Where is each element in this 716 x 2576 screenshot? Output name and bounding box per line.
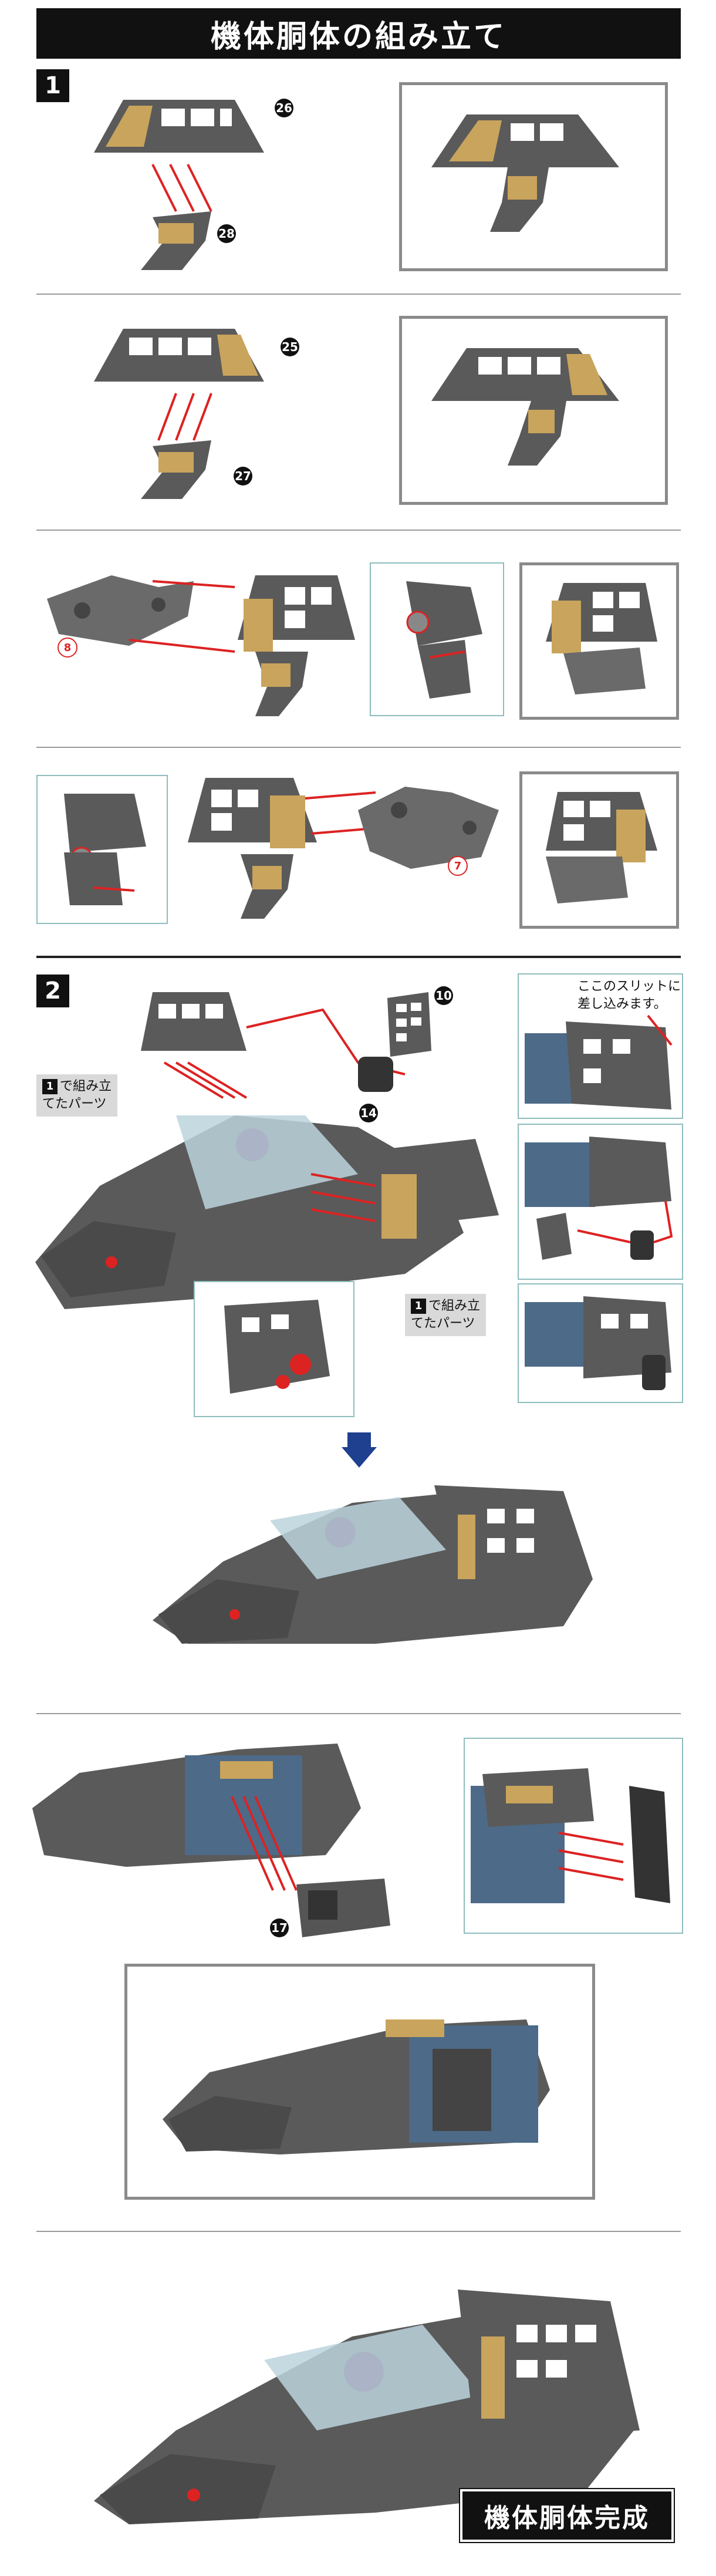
- step1-row-c-result-image: [546, 583, 657, 694]
- callout-image: [525, 1014, 673, 1110]
- divider: [36, 2231, 681, 2232]
- label-line1: で組み立: [428, 1299, 481, 1313]
- step-1-badge: 1: [36, 69, 69, 102]
- page-title: 機体胴体の組み立て: [210, 19, 506, 55]
- down-arrow-icon: [342, 1432, 377, 1468]
- step1-row-a-result-frame: [399, 82, 668, 271]
- callout-image: [224, 1300, 330, 1394]
- slit-note: ここのスリットに 差し込みます。: [577, 978, 681, 1013]
- step1-row-d-callout: [36, 775, 168, 924]
- step1-row-d-result-image: [546, 792, 657, 903]
- part-number-17: 17: [270, 1918, 289, 1937]
- step1-row-d-result-frame: [519, 771, 679, 929]
- divider: [36, 956, 681, 958]
- step2-part17-result-image: [163, 2019, 550, 2154]
- callout-image: [525, 1137, 673, 1260]
- page-title-bar: 機体胴体の組み立て: [36, 8, 681, 59]
- part-number-8: 8: [58, 638, 77, 658]
- step2-side-callout-2: [518, 1283, 683, 1403]
- slit-note-line2: 差し込みます。: [577, 997, 667, 1011]
- step1-row-c-result-frame: [519, 562, 679, 720]
- label-line2: てたパーツ: [42, 1097, 107, 1111]
- label-line2: てたパーツ: [411, 1316, 475, 1331]
- part-number-27: 27: [234, 467, 252, 485]
- step2-main-illustration: [35, 992, 499, 1309]
- complete-label-text: 機体胴体完成: [484, 2503, 650, 2533]
- step2-part17-callout: [464, 1738, 683, 1934]
- part-number-28: 28: [217, 224, 236, 243]
- step1-row-c-callout: [370, 562, 504, 716]
- step2-side-callout-1: [518, 1124, 683, 1280]
- step1-row-d-part7: [358, 787, 499, 869]
- step1-row-c-arrows: [129, 580, 235, 653]
- step2-part17-result-frame: [124, 1964, 595, 2200]
- part10-plate: [387, 992, 431, 1057]
- final-complete-image: [94, 2290, 640, 2524]
- step-ref-badge: 1: [411, 1299, 426, 1314]
- divider: [36, 530, 681, 531]
- step2-part17-illustration: [32, 1744, 390, 1937]
- complete-label: 機体胴体完成: [459, 2488, 675, 2543]
- step1-row-c-frame-part: [238, 575, 355, 716]
- callout-image: [64, 794, 146, 905]
- callout-image: [406, 581, 482, 699]
- label-line1: で組み立: [60, 1079, 112, 1094]
- step-ref-badge: 1: [42, 1079, 58, 1094]
- callout-image: [525, 1296, 671, 1390]
- divider: [36, 747, 681, 748]
- divider: [36, 294, 681, 295]
- step2-detail-callout: [194, 1281, 354, 1417]
- step1-row-a-result-image: [431, 114, 619, 232]
- part-number-26: 26: [275, 99, 293, 117]
- step-2-badge: 2: [36, 975, 69, 1007]
- step2-result-image: [153, 1485, 593, 1644]
- part-number-10: 10: [434, 986, 453, 1005]
- step1-row-a-illustration: [94, 100, 264, 270]
- step1-row-b-result-image: [431, 348, 619, 466]
- callout-image: [471, 1768, 670, 1903]
- step1-row-d-frame-part: [188, 778, 317, 919]
- step1-row-b-illustration: [94, 329, 264, 499]
- part-number-25: 25: [281, 338, 299, 356]
- step1-row-c-part8: [47, 575, 194, 646]
- part-number-7: 7: [448, 856, 468, 876]
- slit-callout: ここのスリットに 差し込みます。: [518, 973, 683, 1119]
- slit-note-line1: ここのスリットに: [577, 979, 681, 994]
- step1-row-b-result-frame: [399, 316, 668, 505]
- part-number-14: 14: [359, 1104, 378, 1122]
- divider: [36, 1713, 681, 1714]
